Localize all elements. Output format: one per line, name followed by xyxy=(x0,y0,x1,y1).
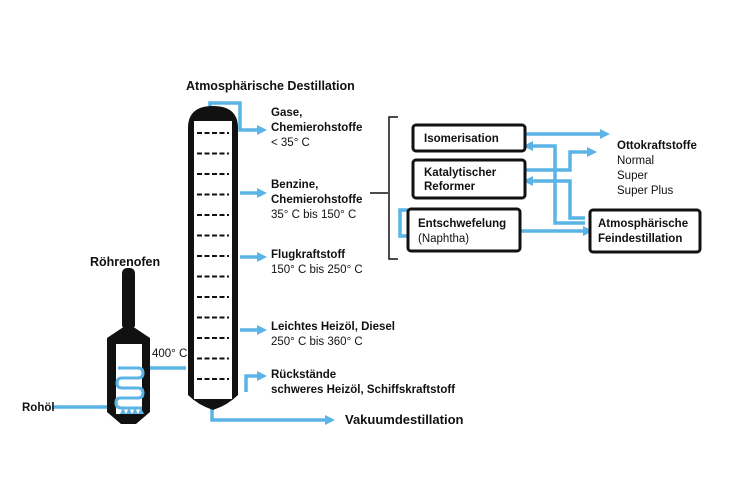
fraction-heizoel-name: Leichtes Heizöl, Diesel xyxy=(271,321,395,333)
isomerisation-label: Isomerisation xyxy=(424,133,499,145)
fraction-heizoel-range: 250° C bis 360° C xyxy=(271,336,363,348)
feindest-box xyxy=(588,208,702,254)
distillation-column xyxy=(188,106,238,410)
fraction-flug-range: 150° C bis 250° C xyxy=(271,264,363,276)
crude-oil-label: Rohöl xyxy=(22,402,55,414)
desulf-to-reformer xyxy=(398,208,412,238)
bracket xyxy=(370,116,398,260)
fraction-benzine-range: 35° C bis 150° C xyxy=(271,209,356,221)
process-boxes xyxy=(406,123,702,254)
feindest-to-iso xyxy=(523,141,585,225)
reformer-box xyxy=(411,158,527,200)
reformer-label-2: Reformer xyxy=(424,181,476,193)
otto-item-normal: Normal xyxy=(617,155,654,167)
furnace-label: Röhrenofen xyxy=(90,255,160,269)
furnace xyxy=(107,268,150,424)
burner-flames xyxy=(120,408,144,414)
fraction-gases-name: Gase, xyxy=(271,107,302,119)
furnace-temperature: 400° C xyxy=(152,348,187,360)
desulf-label-2: (Naphtha) xyxy=(418,233,469,245)
pipe-vacuum xyxy=(210,408,335,425)
fraction-benzine-name2: Chemierohstoffe xyxy=(271,194,362,206)
feindest-label-1: Atmosphärische xyxy=(598,218,688,230)
column-trays xyxy=(197,132,229,380)
feindest-to-reformer xyxy=(523,176,585,220)
fraction-flug-name: Flugkraftstoff xyxy=(271,249,345,261)
feindest-label-2: Feindestillation xyxy=(598,233,682,245)
fraction-gases-name2: Chemierohstoffe xyxy=(271,122,362,134)
fraction-gases-range: < 35° C xyxy=(271,137,310,149)
pipes xyxy=(52,101,610,425)
fraction-rueck-name: Rückstände xyxy=(271,369,336,381)
fraction-rueck-name2: schweres Heizöl, Schiffskraftstoff xyxy=(271,384,455,396)
column-interior xyxy=(194,121,232,399)
isomerisation-box xyxy=(411,123,527,153)
vacuum-label: Vakuumdestillation xyxy=(345,412,464,427)
otto-title: Ottokraftstoffe xyxy=(617,140,697,152)
desulf-label-1: Entschwefelung xyxy=(418,218,506,230)
furnace-coil xyxy=(114,366,145,410)
fraction-benzine-name: Benzine, xyxy=(271,179,318,191)
reformer-to-otto xyxy=(525,147,597,172)
pipe-rueckstaende xyxy=(244,371,267,392)
otto-item-superplus: Super Plus xyxy=(617,185,674,197)
desulf-box xyxy=(406,207,522,253)
column-title: Atmosphärische Destillation xyxy=(186,79,355,93)
pipe-gases xyxy=(208,101,267,135)
reformer-label-1: Katalytischer xyxy=(424,167,497,179)
otto-item-super: Super xyxy=(617,170,648,182)
furnace-chimney xyxy=(122,268,135,330)
